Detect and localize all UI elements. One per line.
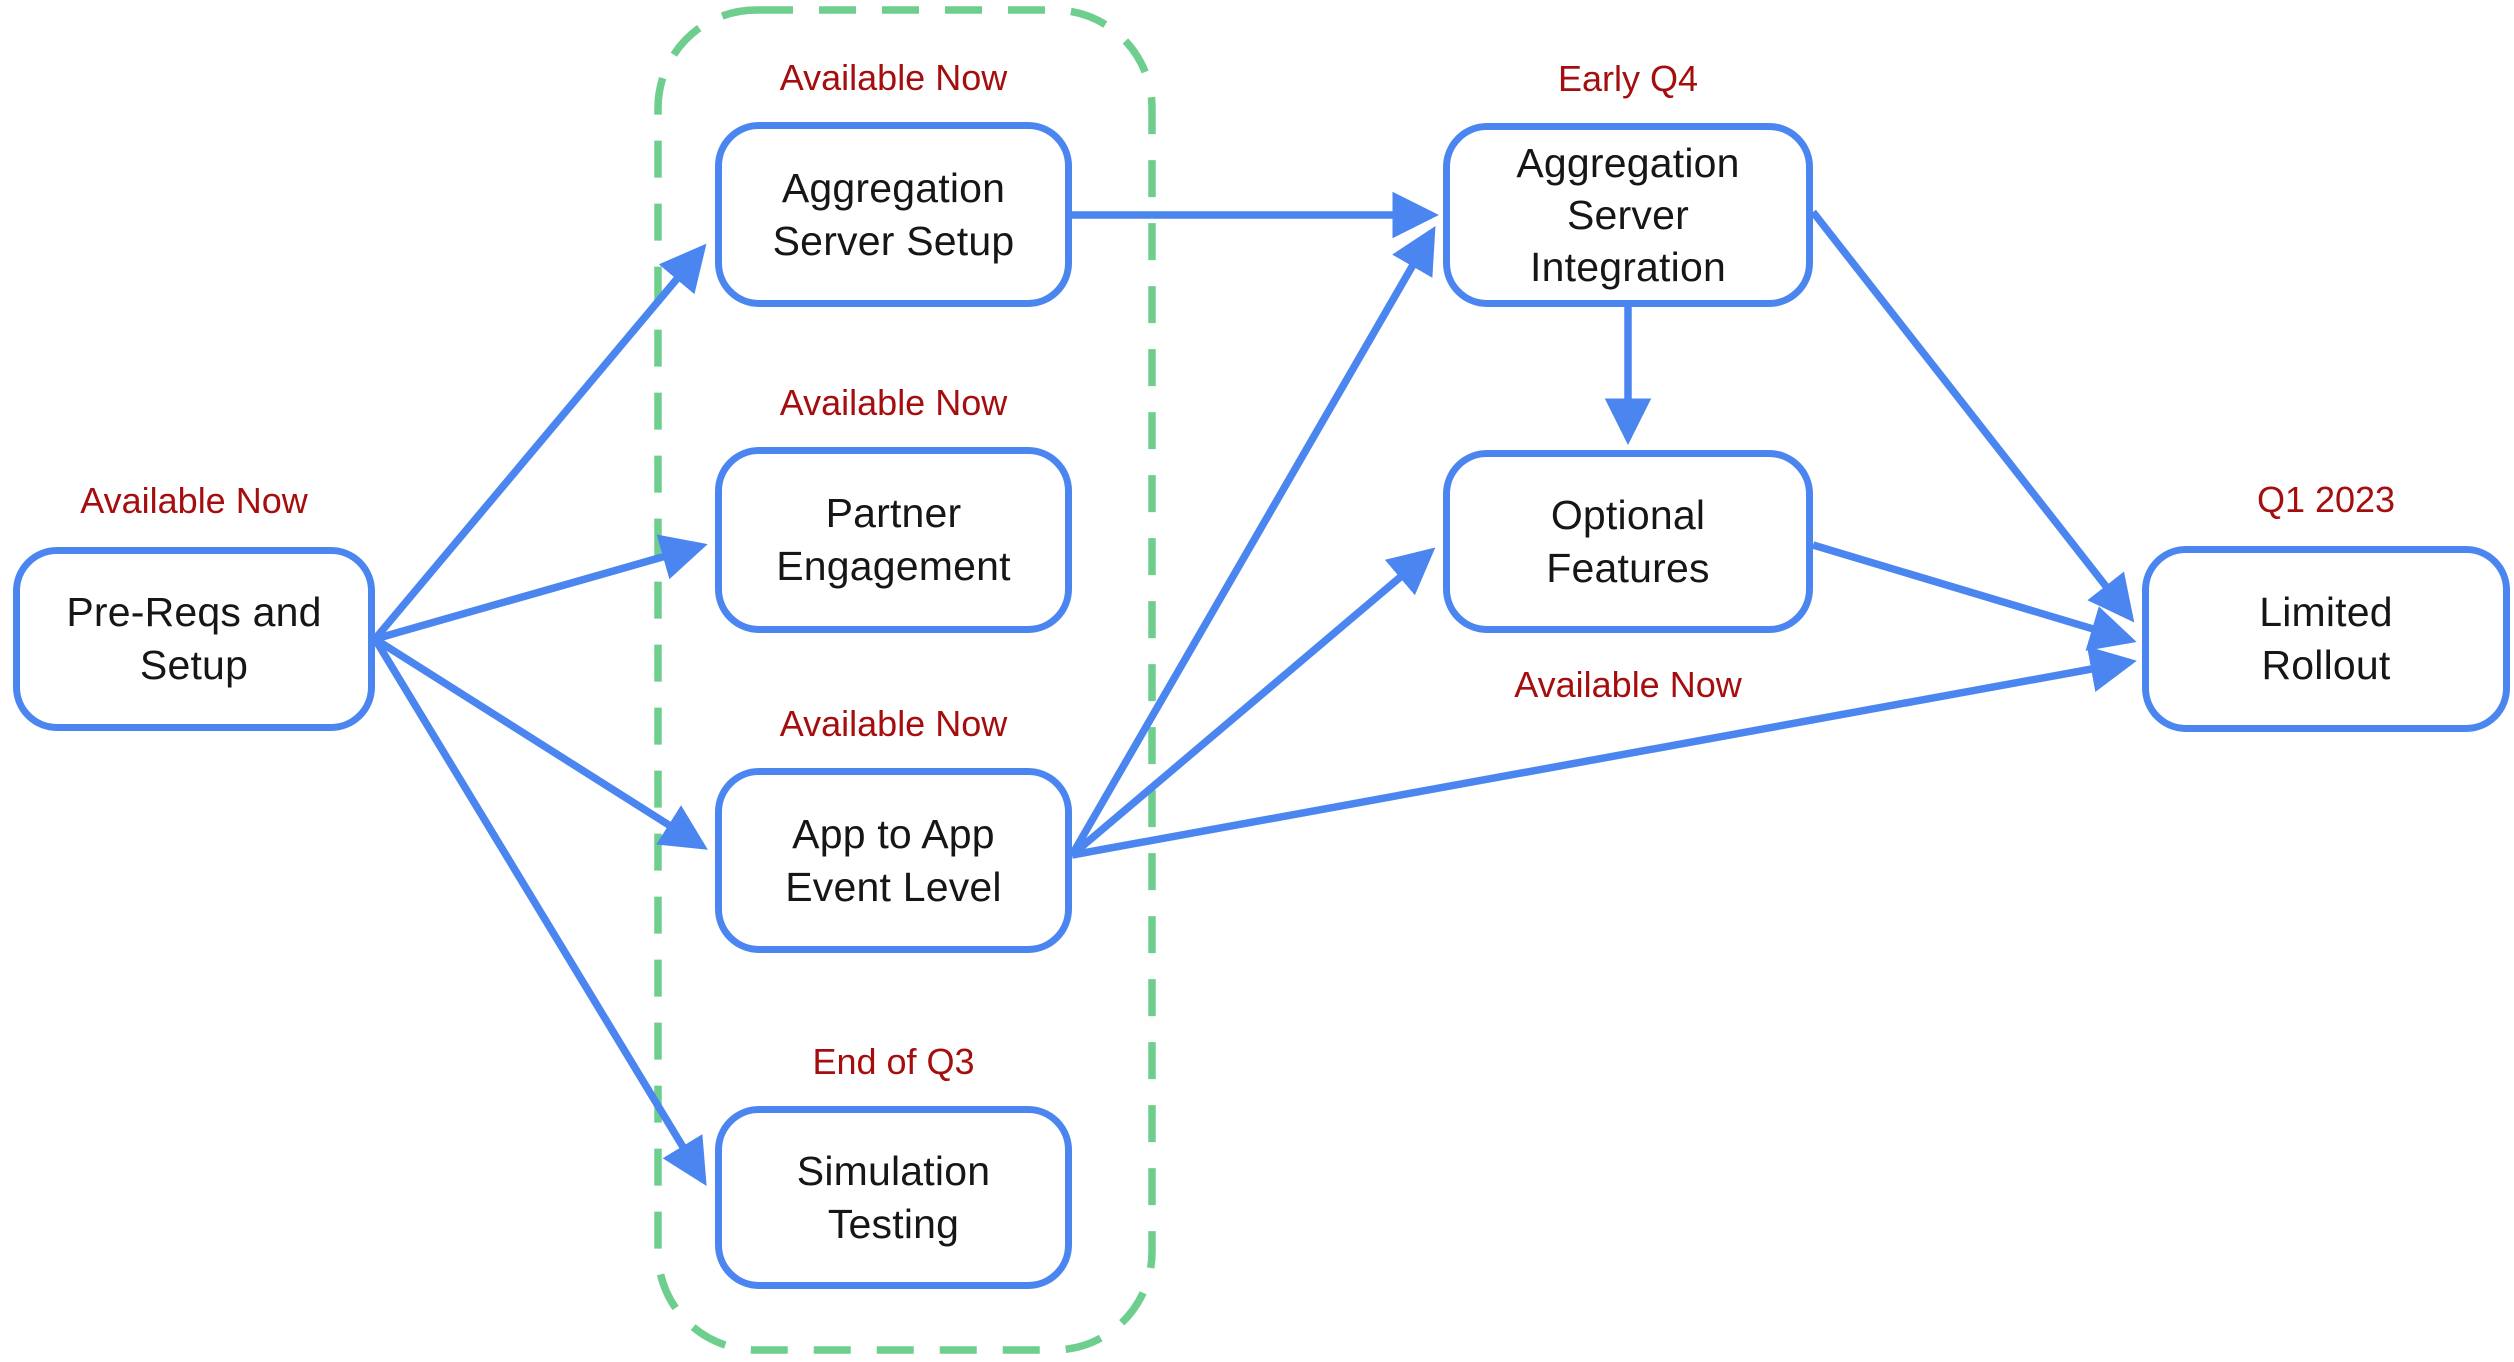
edge-prereqs-to-simulation xyxy=(371,637,707,1186)
node-agg-server-setup: Aggregation Server Setup xyxy=(715,122,1072,307)
node-simulation-testing-label: Simulation Testing xyxy=(796,1147,991,1247)
status-partner-engagement: Available Now xyxy=(779,382,1008,423)
node-limited-rollout: Limited Rollout xyxy=(2142,546,2510,732)
edge-prereqs-to-aggsetup xyxy=(372,243,707,642)
status-app-to-app: Available Now xyxy=(779,703,1008,744)
status-limited-rollout: Q1 2023 xyxy=(2256,479,2396,520)
node-simulation-testing: Simulation Testing xyxy=(715,1106,1072,1289)
node-agg-server-setup-label: Aggregation Server Setup xyxy=(772,164,1015,264)
node-app-to-app: App to App Event Level xyxy=(715,768,1072,953)
status-optional-features: Available Now xyxy=(1514,664,1742,705)
edge-optional-to-rollout xyxy=(1811,541,2137,651)
status-agg-server-integration: Early Q4 xyxy=(1557,58,1699,99)
status-pre-reqs: Available Now xyxy=(80,480,308,521)
edge-apptoapp-to-aggintegration xyxy=(1068,225,1436,857)
node-pre-reqs-label: Pre-Reqs and Setup xyxy=(66,589,322,688)
node-pre-reqs: Pre-Reqs and Setup xyxy=(13,547,375,731)
status-agg-server-setup: Available Now xyxy=(779,57,1008,98)
node-app-to-app-label: App to App Event Level xyxy=(785,810,1002,910)
node-optional-features-label: Optional Features xyxy=(1546,491,1710,591)
node-optional-features: Optional Features xyxy=(1443,450,1813,633)
phase-group-outline xyxy=(654,6,1156,1354)
edge-prereqs-to-apptoapp xyxy=(372,635,708,850)
node-partner-engagement-label: Partner Engagement xyxy=(776,490,1011,589)
edge-apptoapp-to-rollout xyxy=(1071,646,2137,859)
status-simulation-testing: End of Q3 xyxy=(812,1041,975,1082)
edge-apptoapp-to-optional xyxy=(1069,547,1436,858)
node-limited-rollout-label: Limited Rollout xyxy=(2259,589,2393,688)
node-partner-engagement: Partner Engagement xyxy=(715,447,1072,633)
edge-prereqs-to-partner xyxy=(373,534,708,643)
edge-aggintegration-to-rollout xyxy=(1810,209,2135,623)
node-agg-server-integration: Aggregation Server Integration xyxy=(1443,123,1813,307)
node-agg-server-integration-label: Aggregation Server Integration xyxy=(1516,140,1740,290)
